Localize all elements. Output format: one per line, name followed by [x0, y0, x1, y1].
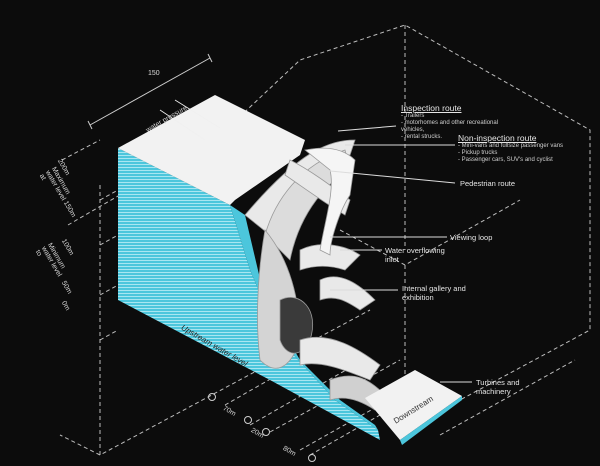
- gallery-label: Internal gallery and exhibition: [402, 284, 466, 302]
- leader-lines: [319, 125, 472, 383]
- dam-top-surface: [118, 95, 305, 205]
- non-inspection-item: - Passenger cars, SUV's and cyclist: [458, 157, 553, 163]
- viewing-loop-label: Viewing loop: [450, 233, 493, 242]
- non-inspection-title: Non-inspection route: [458, 133, 537, 143]
- downstream-platform: [365, 370, 462, 440]
- dam-side-wall: [230, 205, 378, 430]
- turbines-label: Turbines and machinery: [476, 378, 520, 396]
- inspection-item: - rental strucks.: [401, 134, 443, 140]
- pedestrian-route-label: Pedestrian route: [460, 179, 516, 188]
- structure: [244, 139, 386, 411]
- dimension-line-150: [87, 53, 213, 130]
- upstream-water-face: [118, 148, 380, 440]
- width-dimension: 150: [148, 70, 160, 77]
- non-inspection-item: - Pickup trucks: [458, 150, 498, 156]
- water-inlet-label: Water overflowing inlet: [385, 246, 445, 264]
- non-inspection-item: - Mini-vans and fullsize passenger vans: [458, 143, 564, 149]
- inspection-route-annotation: Inspection route - Trailers - motorhomes…: [401, 103, 511, 141]
- pressure-arrows: [159, 99, 221, 141]
- inspection-item: - motorhomes and other recreational vehi…: [401, 120, 499, 133]
- inspection-item: - Trailers: [401, 113, 425, 119]
- downstream-edge: [400, 396, 462, 445]
- non-inspection-route-annotation: Non-inspection route - Mini-vans and ful…: [458, 133, 598, 164]
- inspection-title: Inspection route: [401, 103, 462, 113]
- section-markers: [208, 393, 316, 462]
